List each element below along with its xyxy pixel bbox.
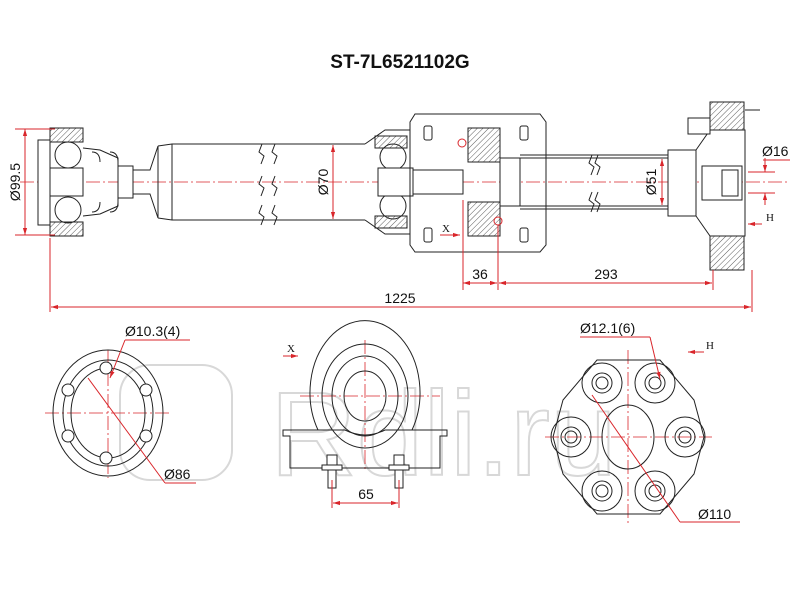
dim-coupling-hole: Ø12.1(6)	[580, 320, 635, 336]
center-joint	[374, 135, 464, 229]
flex-coupling-view: H Ø12.1(6) Ø110	[545, 320, 740, 525]
dim-coupling-pcd: Ø110	[698, 506, 731, 522]
rear-flex-coupling	[667, 101, 760, 271]
dim-bolt-spacing: 65	[358, 486, 374, 502]
dim-flange-hole: Ø10.3(4)	[125, 323, 180, 339]
bolt-holes	[61, 361, 153, 465]
dim-293: 293	[594, 266, 618, 282]
dim-tube-diameter: Ø70	[315, 169, 331, 196]
section-mark-h-view: H	[706, 340, 714, 352]
center-bearing-bracket	[409, 113, 547, 253]
side-view: Ø99.5 Ø70 Ø51 Ø16 H X 36 293 1225	[7, 101, 790, 312]
part-number-title: ST-7L6521102G	[330, 52, 469, 73]
watermark-logo: Rdli.ru	[119, 364, 618, 502]
dim-36: 36	[472, 266, 488, 282]
flange-end-view: Ø10.3(4) Ø86	[45, 323, 196, 484]
dim-flange-diameter: Ø99.5	[7, 163, 23, 201]
dim-rear-tube-diameter: Ø51	[643, 169, 659, 196]
dim-pin-diameter: Ø16	[762, 143, 789, 159]
rear-tube	[520, 154, 672, 213]
coupling-bushings	[550, 362, 706, 512]
center-bearing-view: X 65	[282, 320, 448, 508]
section-mark-x-view: X	[287, 343, 295, 355]
section-mark-x: X	[442, 223, 450, 235]
dim-flange-pcd: Ø86	[164, 466, 191, 482]
front-flange-joint	[37, 127, 159, 237]
section-mark-h: H	[766, 212, 774, 224]
dim-overall-length: 1225	[384, 290, 415, 306]
main-tube	[157, 129, 411, 235]
watermark-text: Rdli.ru	[270, 367, 617, 501]
